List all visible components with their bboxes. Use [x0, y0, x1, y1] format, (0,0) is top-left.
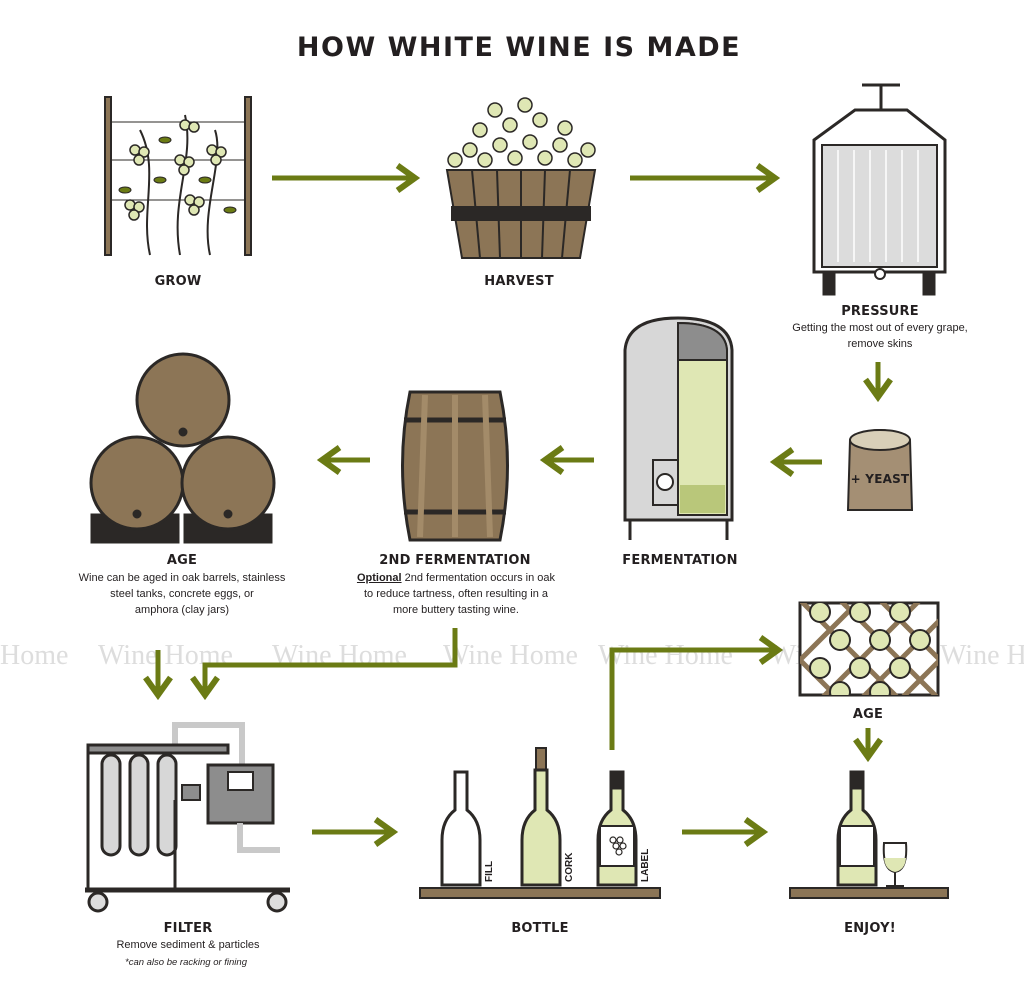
fermentation-tank-icon [623, 316, 734, 540]
step-age-desc: Wine can be aged in oak barrels, stainle… [79, 570, 286, 618]
step-filter-note: *can also be racking or fining [125, 957, 247, 968]
flow-arrows [143, 163, 893, 847]
step-2nd-fermentation-desc: Optional 2nd fermentation occurs in oak … [357, 570, 555, 618]
bottle-and-glass-icon [789, 770, 949, 899]
grapevine-trellis-icon [104, 96, 252, 256]
watermark-text: Wine Home [598, 640, 733, 671]
label-label: LABEL [640, 848, 651, 882]
step-grow-label: GROW [154, 274, 202, 289]
desc-line: Optional 2nd fermentation occurs in oak [357, 570, 555, 586]
step-harvest-label: HARVEST [484, 274, 554, 289]
yeast-bag-icon [846, 429, 914, 511]
wine-rack-icon [798, 601, 940, 697]
filter-machine-icon [85, 722, 290, 913]
step-bottle-label: BOTTLE [511, 921, 569, 936]
desc-text: 2nd fermentation occurs in oak [401, 572, 556, 584]
oak-barrel-icon [401, 390, 509, 542]
yeast-label: + YEAST [850, 472, 910, 486]
step-enjoy-label: ENJOY! [844, 921, 896, 936]
arrow-right-icon [609, 635, 784, 750]
step-age-label: AGE [166, 553, 198, 568]
desc-line: amphora (clay jars) [134, 604, 230, 616]
bottling-icon [419, 747, 661, 899]
optional-emphasis: Optional [356, 572, 402, 584]
wine-press-icon [812, 83, 947, 296]
stacked-barrels-icon [89, 352, 276, 544]
step-filter-label: FILTER [163, 921, 213, 936]
fill-label: FILL [484, 860, 495, 882]
desc-line: remove skins [847, 338, 913, 350]
harvest-basket-icon [445, 97, 597, 259]
step-filter-desc: Remove sediment & particles [116, 939, 260, 951]
desc-line: more buttery tasting wine. [393, 604, 519, 616]
watermark-text: Home [0, 640, 69, 671]
cork-label: CORK [564, 852, 575, 882]
arrow-down-icon [190, 628, 458, 701]
step-pressure-desc: Getting the most out of every grape, rem… [792, 320, 967, 352]
desc-line: Getting the most out of every grape, [792, 322, 968, 334]
desc-line: to reduce tartness, often resulting in a [363, 588, 549, 600]
watermark-text: Wine H [940, 640, 1024, 671]
desc-line: Wine can be aged in oak barrels, stainle… [78, 572, 286, 584]
step-age2-label: AGE [852, 707, 884, 722]
page-title: HOW WHITE WINE IS MADE [296, 32, 742, 63]
desc-line: steel tanks, concrete eggs, or [110, 588, 254, 600]
step-2nd-fermentation-label: 2ND FERMENTATION [379, 553, 531, 568]
step-fermentation-label: FERMENTATION [622, 553, 738, 568]
watermark-text: Wine Home [443, 640, 578, 671]
step-pressure-label: PRESSURE [841, 304, 919, 319]
